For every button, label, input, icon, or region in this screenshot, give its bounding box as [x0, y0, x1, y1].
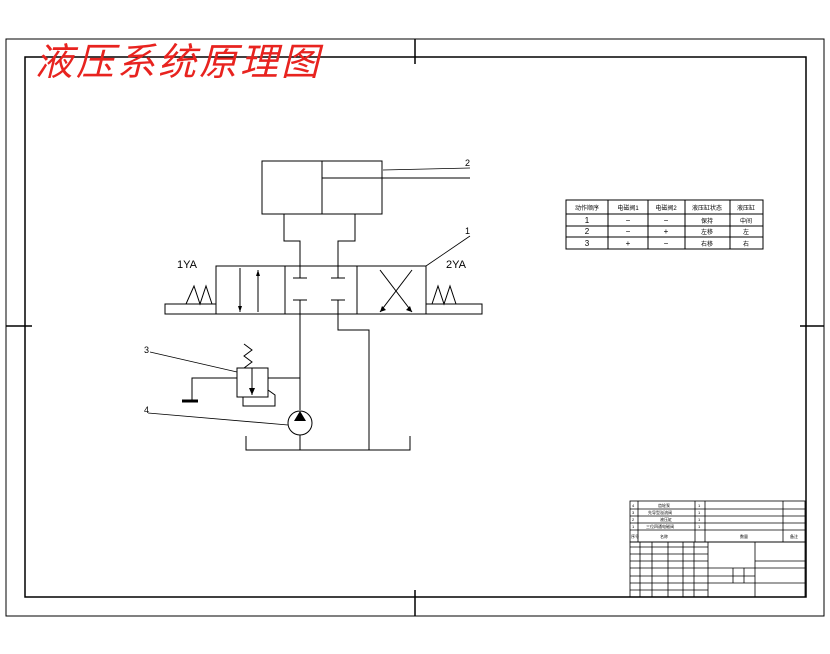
relief-valve — [236, 343, 276, 407]
callout-2-leader — [382, 167, 471, 171]
parts-list-cell: 1 — [698, 517, 701, 522]
parts-list-header: 备注 — [790, 533, 798, 539]
action-table-header: 电磁阀1 — [617, 204, 639, 212]
relief-valve-arrow — [249, 388, 255, 395]
action-table-header: 液压缸 — [737, 204, 755, 212]
action-table-cell: 左移 — [701, 228, 713, 236]
parts-list-header: 序号 — [631, 533, 639, 539]
parts-list-cell: 1 — [698, 524, 701, 529]
action-table-cell: − — [664, 216, 669, 225]
callout-4: 4 — [144, 405, 149, 415]
parts-list-cell: 1 — [698, 510, 701, 515]
directional-valve — [215, 265, 427, 315]
action-table-cell: 左 — [743, 228, 749, 236]
centering-marks — [6, 39, 824, 616]
cylinder-pipes — [283, 214, 356, 266]
solenoid-left — [164, 284, 217, 315]
parts-list-header: 名称 — [660, 533, 668, 539]
parts-list-cell: 2 — [632, 517, 635, 522]
diagram-title: 液压系统原理图 — [35, 40, 324, 84]
action-table-cell: 右 — [743, 240, 749, 248]
action-table-cell: 中间 — [740, 217, 752, 225]
callout-3-leader — [149, 351, 238, 373]
label-2ya: 2YA — [446, 259, 467, 271]
callout-3: 3 — [144, 345, 149, 355]
parts-list-cell: 1 — [632, 524, 635, 529]
solenoid-right — [425, 284, 483, 315]
parts-list-cell: 先导型溢流阀 — [648, 509, 672, 515]
supply-return-pipes — [191, 314, 411, 451]
action-table-header: 电磁阀2 — [655, 204, 677, 212]
label-1ya: 1YA — [177, 259, 198, 271]
callout-1-leader — [425, 235, 471, 267]
action-table-cell: 3 — [585, 239, 590, 248]
callout-4-leader — [147, 412, 289, 426]
action-table-cell: − — [626, 227, 631, 236]
action-table-cell: 2 — [585, 227, 590, 236]
valve-arrowheads — [238, 270, 412, 312]
action-table-cell: + — [664, 227, 669, 236]
action-table: 动作顺序 电磁阀1 电磁阀2 液压缸状态 液压缸 1 − − 保持 中间 2 −… — [565, 199, 764, 250]
callout-1: 1 — [465, 226, 470, 236]
parts-list-header: 数量 — [740, 533, 748, 539]
action-table-header: 液压缸状态 — [692, 204, 722, 212]
action-table-cell: 保持 — [701, 217, 713, 225]
callout-2: 2 — [465, 158, 470, 168]
action-table-cell: + — [626, 239, 631, 248]
parts-list-cell: 3 — [632, 510, 635, 515]
action-table-cell: 右移 — [701, 240, 713, 248]
action-table-cell: − — [664, 239, 669, 248]
hydraulic-cylinder — [261, 160, 470, 215]
parts-list-cell: 4 — [632, 503, 635, 508]
outer-frame — [5, 38, 825, 617]
action-table-header: 动作顺序 — [575, 204, 599, 212]
parts-list-cell: 1 — [698, 503, 701, 508]
parts-list: 4 齿轮泵 1 3 先导型溢流阀 1 2 液压缸 1 1 三位四通电磁阀 1 序… — [629, 500, 806, 543]
title-block — [629, 541, 806, 598]
parts-list-cell: 三位四通电磁阀 — [646, 523, 674, 529]
pump-arrow — [294, 411, 306, 421]
action-table-cell: − — [626, 216, 631, 225]
parts-list-cell: 液压缸 — [660, 516, 672, 522]
parts-list-cell: 齿轮泵 — [658, 502, 670, 508]
action-table-cell: 1 — [585, 216, 590, 225]
